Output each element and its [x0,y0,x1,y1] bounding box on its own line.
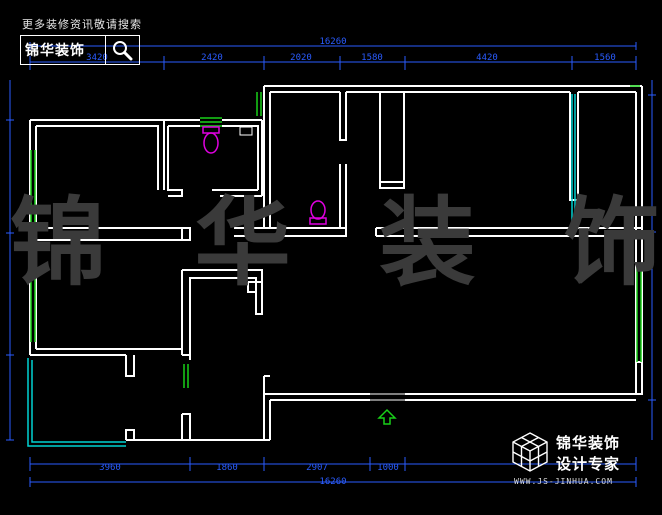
top-dimension-lines [29,42,637,70]
logo-text: 锦华装饰 [25,43,85,59]
brand-name: 锦华装饰 [556,434,621,452]
top-dim-6: 1560 [594,53,616,63]
walls [29,85,643,441]
search-button[interactable] [104,36,139,64]
toilet-fixture-2 [309,200,327,225]
sink-fixture [239,126,253,136]
top-dimension-texts: 16260 3420 2420 2020 1580 4420 1560 [86,37,616,63]
bottom-dim-1: 3960 [99,463,121,473]
top-dim-1: 3420 [86,53,108,63]
top-dim-4: 1580 [361,53,383,63]
bottom-dim-2: 1860 [216,463,238,473]
entrance-door [370,393,405,401]
search-hint-note: 更多装修资讯敬请搜索 [22,18,142,31]
top-dim-3: 2020 [290,53,312,63]
brand-slogan: 设计专家 [556,455,621,473]
bottom-dimension-texts: 3960 1860 2907 1000 16260 [99,463,399,487]
bottom-dimension-lines [29,457,637,487]
top-total-dimension: 16260 [319,37,346,47]
toilet-fixture-1 [202,126,220,154]
top-dim-5: 4420 [476,53,498,63]
side-dimension-lines [6,80,656,441]
top-dim-2: 2420 [201,53,223,63]
logo-search-box[interactable]: 锦华装饰 [20,35,140,65]
balcony-outline [27,94,576,447]
brand-url: WWW.JS-JINHUA.COM [514,477,613,486]
entry-arrow-icon [377,408,397,425]
windows [30,85,642,388]
bottom-total-dimension: 16260 [319,477,346,487]
brand-logo: 锦华装饰 设计专家 WWW.JS-JINHUA.COM [506,428,656,488]
magnifier-icon [113,41,133,61]
cube-logo-icon [512,432,548,472]
bottom-dim-3: 2907 [306,463,328,473]
bottom-dim-4: 1000 [377,463,399,473]
